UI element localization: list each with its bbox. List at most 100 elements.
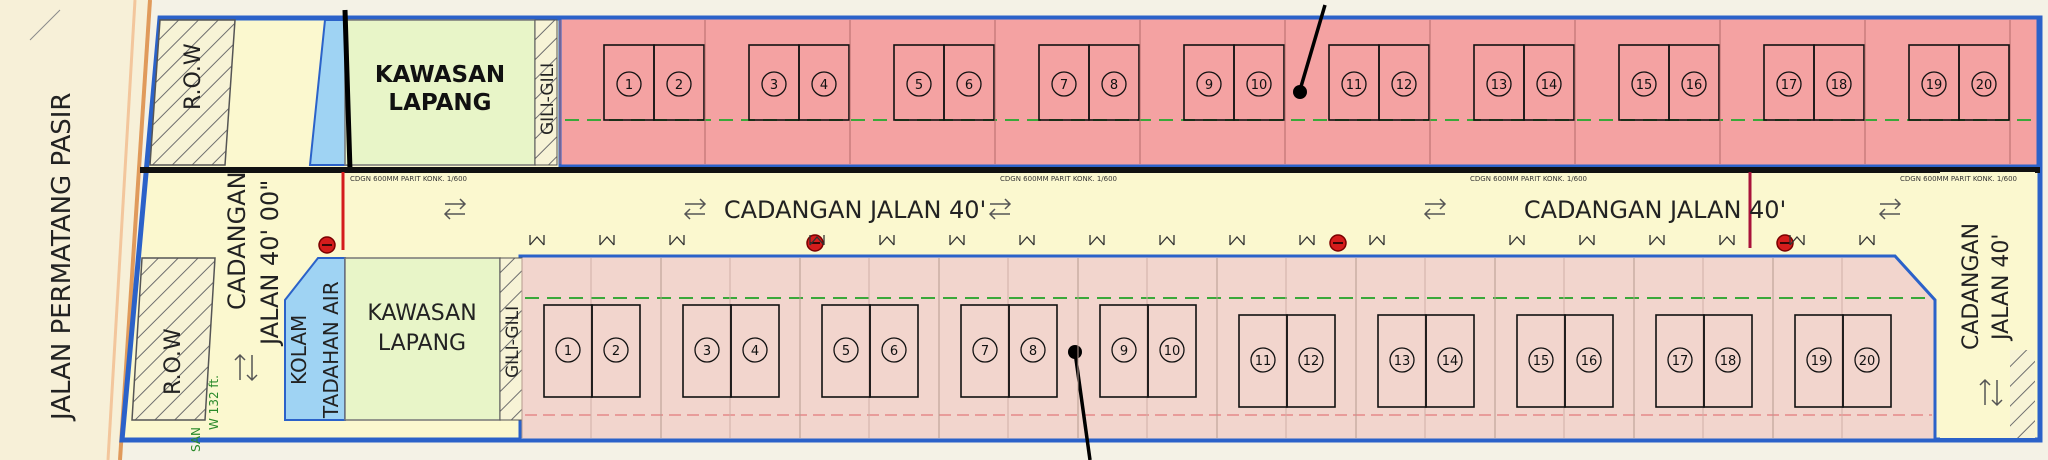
top-lot-number: 4 [820,78,828,93]
top-lot-number: 11 [1346,78,1363,93]
gili-top-label: GILI-GILI [538,63,558,135]
bottom-lot-number: 20 [1859,354,1876,369]
top-lot-circle [1246,71,1272,97]
bottom-lot-house [1842,314,1892,408]
bottom-lot-circle [694,337,720,363]
bottom-lot-number: 11 [1255,354,1272,369]
bottom-lot-circle [742,337,768,363]
drain-note-left: CDGN 600MM PARIT KONK. 1/600 [350,175,467,183]
top-lot-number: 16 [1686,78,1703,93]
top-lot-circle [1196,71,1222,97]
open-space-bottom-line1: KAWASAN [367,301,476,326]
top-lot-circle [761,71,787,97]
drain-note-right: CDGN 600MM PARIT KONK. 1/600 [1470,175,1587,183]
main-road [0,0,150,460]
top-lot-number: 9 [1205,78,1213,93]
bottom-lot-circle [1715,347,1741,373]
bottom-lot-house [1147,304,1197,398]
reserve-right-line1: CADANGAN [1959,223,1984,350]
arrow-icon [1991,380,2003,407]
survey-line [29,9,61,41]
pond-line2: TADAHAN AIR [319,281,343,419]
reserve-right-line2: JALAN 40' [1989,234,2014,342]
bottom-lot-circle [1437,347,1463,373]
gate-icon [1229,235,1245,246]
bottom-lot-number: 1 [564,344,572,359]
top-lot-house [798,44,850,121]
top-lot-number: 1 [625,78,633,93]
arrow-icon [1423,208,1445,220]
arrow-icon [1880,198,1902,210]
bottom-lot-circle [1250,347,1276,373]
hydrants [318,234,1794,254]
top-lot-circle [956,71,982,97]
bottom-lot-circle [1020,337,1046,363]
gate-icon [669,235,685,246]
bottom-lot-number: 14 [1442,354,1459,369]
gate-icon [1789,235,1805,246]
top-lot-circle [1101,71,1127,97]
top-lot-circle [1536,71,1562,97]
top-lot-house [1378,44,1430,121]
row-top-label: R.O.W [181,43,206,110]
arrow-icon [1425,198,1447,210]
top-lot-circle [906,71,932,97]
bottom-lot-number: 12 [1303,354,1320,369]
top-lot-circle [1486,71,1512,97]
top-lot-circle [666,71,692,97]
bottom-lot-circle [1159,337,1185,363]
arrow-icon [683,208,705,220]
top-lot-house [653,44,705,121]
bottom-lot-house [869,304,919,398]
top-lot-circle [1391,71,1417,97]
arrow-icon [443,208,465,220]
top-lot-number: 10 [1251,78,1268,93]
bottom-lot-number: 5 [842,344,850,359]
arrow-icon [234,353,246,380]
bottom-lot-number: 15 [1533,354,1550,369]
bottom-lot-house [730,304,780,398]
top-lot-circle [1341,71,1367,97]
top-lot-number: 2 [675,78,683,93]
bottom-lot-number: 19 [1811,354,1828,369]
top-boundary-black [342,9,353,171]
side-note-2: W 132 ft. [207,375,221,430]
gate-icon [809,235,825,246]
open-space-top-line2: LAPANG [388,90,491,116]
open-space-bottom-line2: LAPANG [378,331,466,356]
gate-icon [599,235,615,246]
gate-icon [1299,235,1315,246]
gate-icon [1159,235,1175,246]
bottom-lot-circle [1298,347,1324,373]
bottom-lot-house [1286,314,1336,408]
leader-line-top [1298,4,1327,91]
right-hatch [2010,350,2035,438]
top-lot-number: 20 [1976,78,1993,93]
bottom-lot-number: 8 [1029,344,1037,359]
bottom-lot-number: 9 [1120,344,1128,359]
bottom-lot-number: 2 [612,344,620,359]
arrow-icon [445,198,467,210]
traffic-arrows [234,198,2003,407]
open-space-top [344,19,536,166]
arrow-icon [990,198,1012,210]
open-space-top-line1: KAWASAN [375,62,505,88]
top-lot-circle [1826,71,1852,97]
top-lot-circle [1971,71,1997,97]
gate-icon [1579,235,1595,246]
bottom-lot-number: 16 [1581,354,1598,369]
top-lot-circle [1051,71,1077,97]
row-bottom-label: R.O.W [161,328,186,395]
row-strip-top [149,19,236,166]
top-lot-number: 19 [1926,78,1943,93]
row-strip-bottom [131,257,216,421]
bottom-lot-circle [1806,347,1832,373]
top-lot-house [1668,44,1720,121]
bottom-lot-circle [603,337,629,363]
top-lot-house [1813,44,1865,121]
bottom-lot-circle [1389,347,1415,373]
bottom-lot-circle [1576,347,1602,373]
gili-bottom-label: GILI-GILI [503,306,523,378]
top-lot-number: 13 [1491,78,1508,93]
